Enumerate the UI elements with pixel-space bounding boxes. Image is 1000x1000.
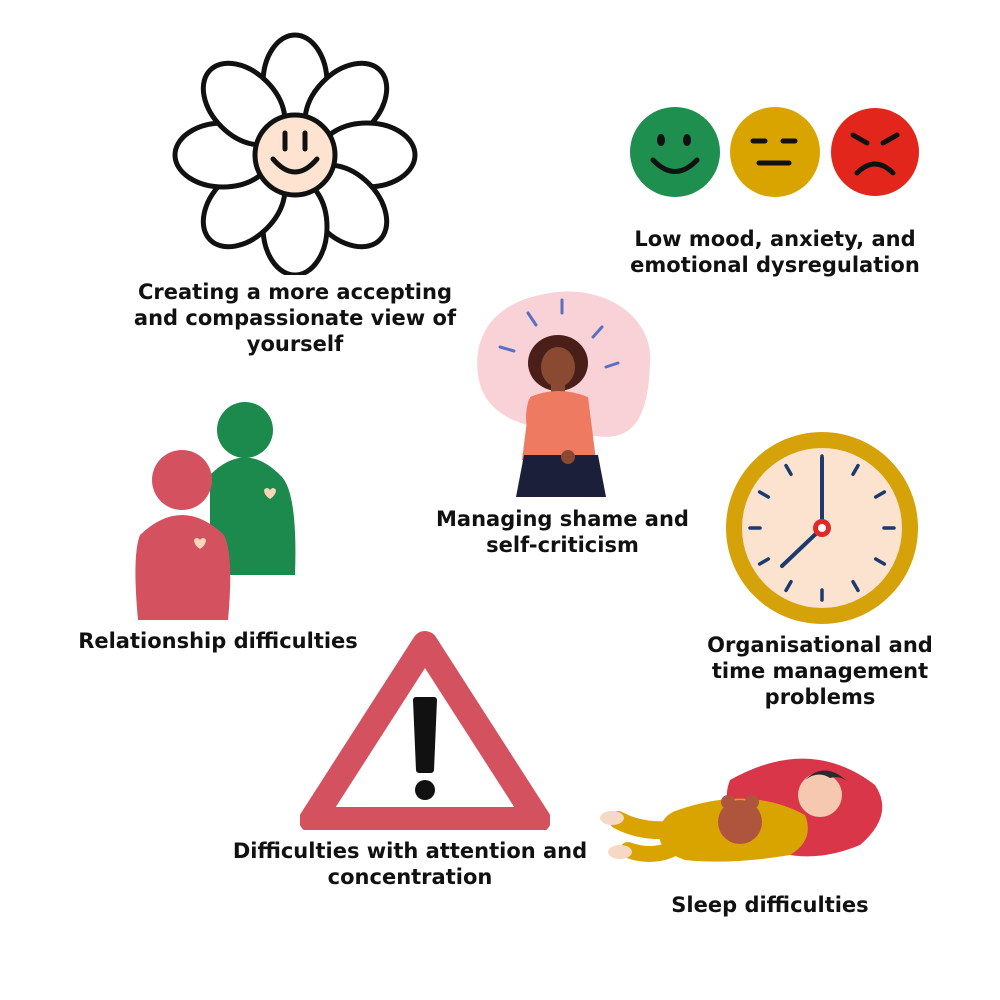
shame-label: Managing shame and self-criticism bbox=[436, 507, 689, 557]
smiling-flower-icon bbox=[172, 32, 418, 275]
clock-tick bbox=[851, 579, 860, 593]
compassion-label: Creating a more accepting and compassion… bbox=[133, 280, 457, 356]
angry-face-icon bbox=[831, 108, 919, 196]
clock-tick bbox=[757, 490, 771, 499]
clock-tick bbox=[851, 463, 860, 477]
ashamed-person-icon bbox=[477, 291, 651, 497]
time-label: Organisational and time management probl… bbox=[707, 633, 933, 709]
sleep-label: Sleep difficulties bbox=[671, 893, 869, 917]
sleeping-person-icon bbox=[600, 758, 883, 862]
clock-tick bbox=[873, 490, 887, 499]
clock-tick bbox=[784, 463, 793, 477]
mood-label: Low mood, anxiety, and emotional dysregu… bbox=[630, 227, 920, 277]
attention-label: Difficulties with attention and concentr… bbox=[232, 839, 588, 889]
green-person-icon bbox=[210, 402, 296, 575]
clock-tick bbox=[757, 557, 771, 566]
mood-faces-icon bbox=[630, 107, 919, 197]
neutral-face-icon bbox=[730, 107, 820, 197]
two-people-icon bbox=[135, 402, 296, 620]
warning-triangle-icon bbox=[300, 631, 550, 830]
clock-icon bbox=[726, 432, 918, 624]
pink-person-icon bbox=[135, 450, 231, 620]
happy-face-icon bbox=[630, 107, 720, 197]
clock-tick bbox=[784, 579, 793, 593]
clock-tick bbox=[873, 557, 887, 566]
relationships-label: Relationship difficulties bbox=[78, 629, 358, 653]
